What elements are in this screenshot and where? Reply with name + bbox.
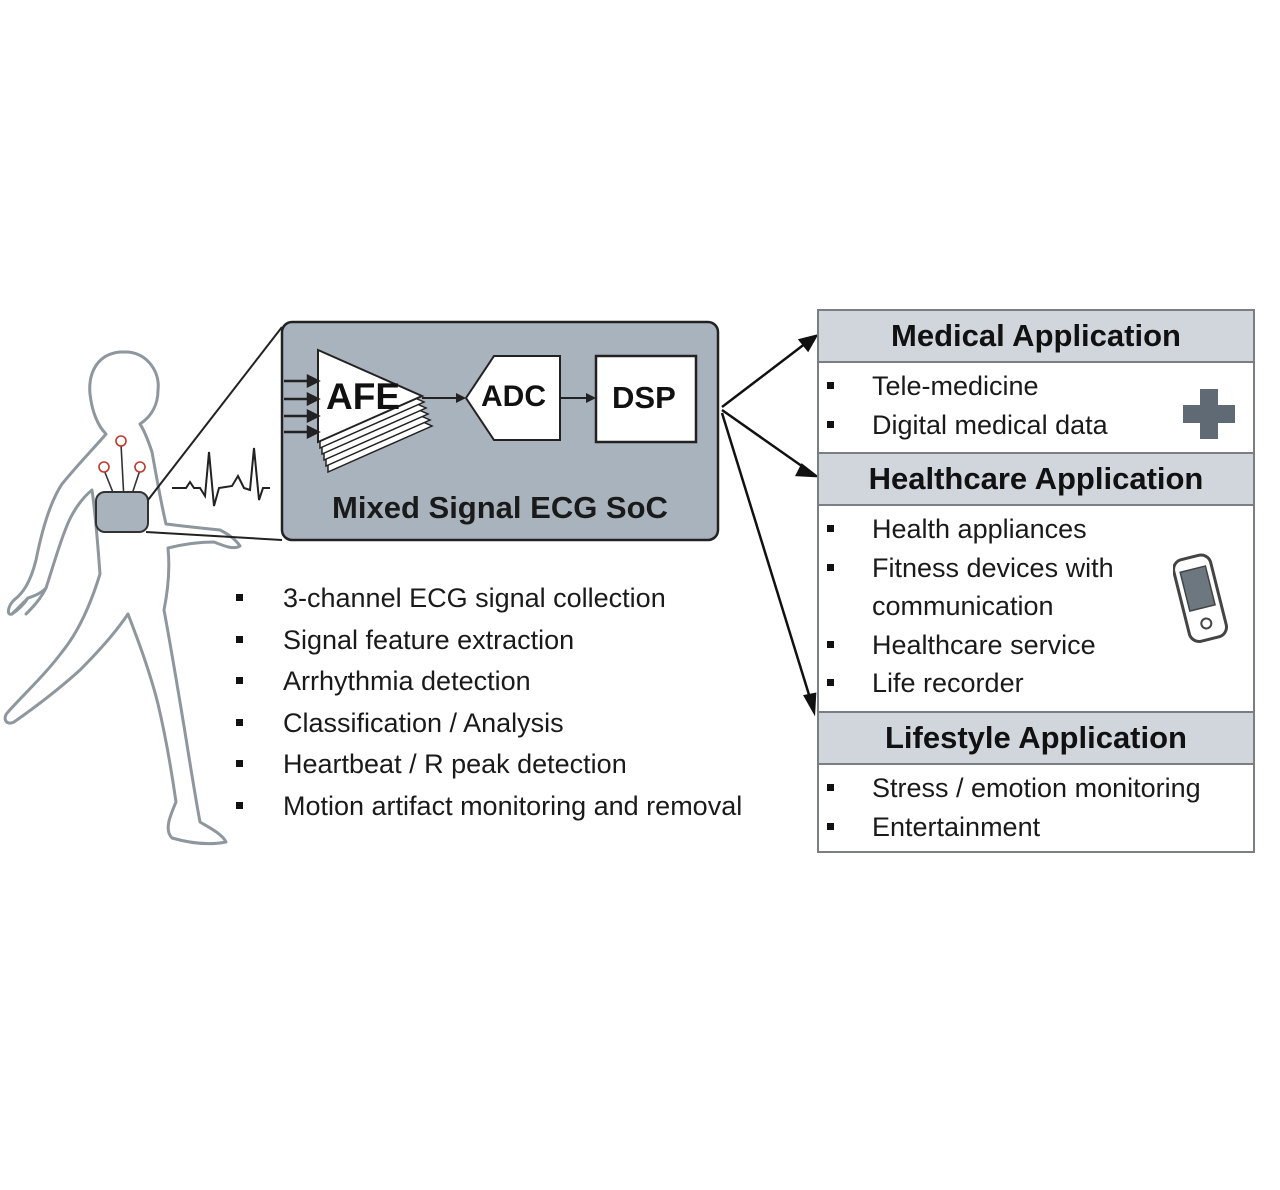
healthcare-application-list: Health appliances Fitness devices with c…: [819, 506, 1253, 703]
bullet-icon: [827, 563, 834, 571]
dsp-block: [594, 354, 698, 444]
list-item: Heartbeat / R peak detection: [236, 744, 742, 786]
list-item: Healthcare service: [819, 626, 1253, 665]
list-item: communication: [872, 591, 1054, 621]
bullet-icon: [236, 677, 243, 685]
list-item: Fitness devices with: [819, 549, 1253, 588]
list-item: Health appliances: [819, 510, 1253, 549]
bullet-icon: [236, 635, 243, 643]
bullet-icon: [236, 760, 243, 768]
bullet-icon: [827, 822, 834, 830]
afe-input-arrows: [284, 373, 321, 440]
zoom-line-top: [147, 326, 283, 501]
medical-cross-icon: [1183, 389, 1235, 439]
bullet-icon: [827, 382, 834, 389]
medical-application-list: Tele-medicine Digital medical data: [819, 363, 1253, 444]
bullet-icon: [236, 718, 243, 726]
ecg-patch-device: [95, 491, 149, 533]
healthcare-application-title: Healthcare Application: [819, 454, 1253, 506]
list-item: Arrhythmia detection: [236, 661, 742, 703]
dsp-label: DSP: [612, 380, 676, 415]
list-item: Digital medical data: [819, 406, 1253, 445]
feature-list: 3-channel ECG signal collection Signal f…: [236, 578, 742, 828]
bullet-icon: [827, 640, 834, 648]
medical-application-box: Medical Application Tele-medicine Digita…: [817, 309, 1255, 454]
bullet-icon: [827, 420, 834, 428]
adc-label: ADC: [481, 380, 546, 413]
handheld-device-icon: [1173, 553, 1229, 643]
electrode-leads: [98, 435, 146, 501]
ecg-waveform-icon: [172, 447, 270, 507]
bullet-icon: [236, 594, 243, 601]
bullet-icon: [827, 784, 834, 791]
list-item: Entertainment: [819, 808, 1253, 847]
bullet-icon: [236, 801, 243, 809]
medical-application-title: Medical Application: [819, 311, 1253, 363]
list-item: Motion artifact monitoring and removal: [236, 786, 742, 828]
lifestyle-application-title: Lifestyle Application: [819, 713, 1253, 765]
bullet-icon: [827, 679, 834, 686]
lifestyle-application-list: Stress / emotion monitoring Entertainmen…: [819, 765, 1253, 846]
list-item: Life recorder: [819, 664, 1253, 703]
afe-block: [317, 348, 434, 474]
application-arrows: [720, 334, 820, 717]
list-item: Tele-medicine: [819, 367, 1253, 406]
zoom-line-bottom: [145, 531, 283, 541]
list-item: 3-channel ECG signal collection: [236, 578, 742, 620]
list-item: Stress / emotion monitoring: [819, 769, 1253, 808]
soc-title: Mixed Signal ECG SoC: [332, 490, 668, 525]
list-item: Signal feature extraction: [236, 620, 742, 662]
afe-label: AFE: [326, 376, 400, 417]
lifestyle-application-box: Lifestyle Application Stress / emotion m…: [817, 711, 1255, 853]
bullet-icon: [827, 525, 834, 532]
healthcare-application-box: Healthcare Application Health appliances…: [817, 452, 1255, 713]
list-item: Classification / Analysis: [236, 703, 742, 745]
